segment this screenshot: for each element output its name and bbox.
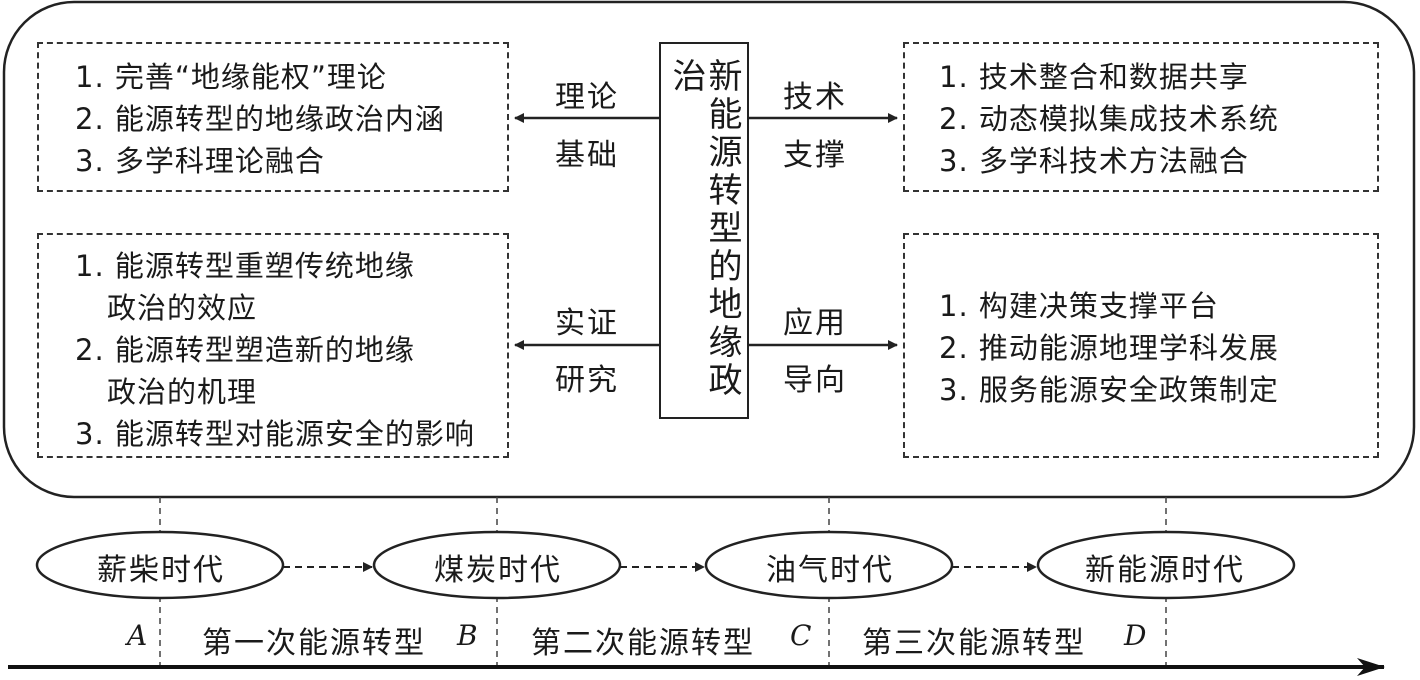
empirical-item-2-cont: 政治的机理	[107, 375, 258, 409]
tech-item-2: 2. 动态模拟集成技术系统	[939, 102, 1279, 136]
stage-label-2: 第二次能源转型	[531, 626, 755, 661]
label-theory-2: 基础	[555, 138, 619, 173]
label-tech-2: 支撑	[783, 138, 847, 173]
era-label-1: 薪柴时代	[97, 553, 225, 588]
theory-item-3: 3. 多学科理论融合	[75, 144, 325, 178]
point-c: C	[790, 619, 812, 652]
tech-box: 1. 技术整合和数据共享 2. 动态模拟集成技术系统 3. 多学科技术方法融合	[903, 42, 1379, 192]
point-b: B	[457, 619, 478, 652]
label-empirical-1: 实证	[555, 306, 619, 341]
era-label-4: 新能源时代	[1085, 553, 1245, 588]
point-a: A	[127, 619, 148, 652]
theory-item-1: 1. 完善“地缘能权”理论	[75, 60, 387, 94]
theory-item-2: 2. 能源转型的地缘政治内涵	[75, 102, 445, 136]
application-item-3: 3. 服务能源安全政策制定	[939, 373, 1279, 407]
label-application-1: 应用	[783, 306, 847, 341]
stage-label-1: 第一次能源转型	[202, 626, 426, 661]
era-label-3: 油气时代	[766, 553, 894, 588]
center-title: 新能源转型的地缘政治	[666, 58, 742, 400]
point-d: D	[1124, 619, 1147, 652]
center-title-box: 新能源转型的地缘政治	[659, 42, 749, 419]
era-ellipse-2	[372, 530, 622, 600]
empirical-item-1: 1. 能源转型重塑传统地缘	[75, 249, 415, 283]
application-item-2: 2. 推动能源地理学科发展	[939, 331, 1279, 365]
application-box: 1. 构建决策支撑平台 2. 推动能源地理学科发展 3. 服务能源安全政策制定	[903, 233, 1379, 458]
application-item-1: 1. 构建决策支撑平台	[939, 289, 1219, 323]
outer-frame	[2, 0, 1416, 499]
tech-item-1: 1. 技术整合和数据共享	[939, 60, 1249, 94]
tech-item-3: 3. 多学科技术方法融合	[939, 144, 1249, 178]
empirical-item-3: 3. 能源转型对能源安全的影响	[75, 417, 475, 451]
empirical-box: 1. 能源转型重塑传统地缘 政治的效应 2. 能源转型塑造新的地缘 政治的机理 …	[37, 233, 509, 458]
era-label-2: 煤炭时代	[434, 553, 562, 588]
empirical-item-2: 2. 能源转型塑造新的地缘	[75, 333, 415, 367]
theory-box: 1. 完善“地缘能权”理论 2. 能源转型的地缘政治内涵 3. 多学科理论融合	[37, 42, 509, 192]
empirical-item-1-cont: 政治的效应	[107, 291, 258, 325]
era-ellipse-1	[35, 530, 285, 600]
label-theory-1: 理论	[555, 80, 619, 115]
label-empirical-2: 研究	[555, 363, 619, 398]
label-tech-1: 技术	[783, 80, 847, 115]
stage-label-3: 第三次能源转型	[862, 626, 1086, 661]
label-application-2: 导向	[783, 363, 847, 398]
era-ellipse-3	[704, 530, 954, 600]
era-ellipse-4	[1036, 530, 1296, 600]
